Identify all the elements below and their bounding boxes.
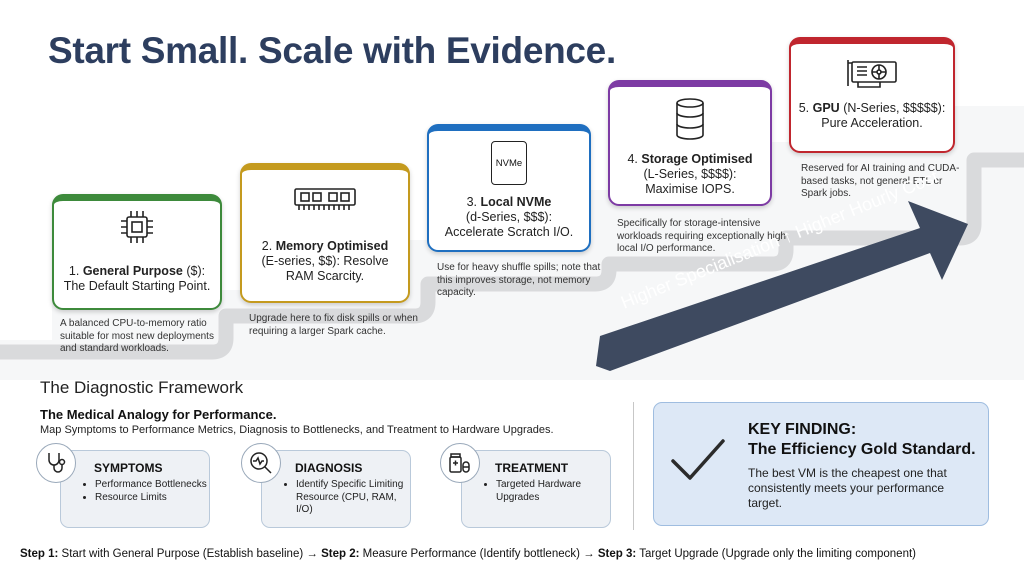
step-text: Target Upgrade (Upgrade only the limitin… [639,548,916,560]
memory-module-icon [292,184,358,219]
tier-spec: (E-series, $$): Resolve [261,254,389,268]
tier-number: 1. [68,264,80,278]
tier-card-memory-optimised: 2. Memory Optimised (E-series, $$): Reso… [240,163,410,303]
diagnosis-list: Identify Specific Limiting Resource (CPU… [282,479,411,517]
symptoms-list: Performance Bottlenecks Resource Limits [81,479,207,504]
step-arrow: → [583,548,595,560]
stair-path [0,152,1024,360]
treatment-box: TREATMENT Targeted Hardware Upgrades [461,450,611,528]
tier-description: Specifically for storage-intensive workl… [617,218,786,254]
symptoms-title: SYMPTOMS [94,461,163,475]
page-title: Start Small. Scale with Evidence. [48,30,616,71]
treatment-title: TREATMENT [495,461,569,475]
step-text: Measure Performance (Identify bottleneck… [362,548,580,560]
diagnosis-box: DIAGNOSIS Identify Specific Limiting Res… [261,450,411,528]
tier-number: 5. [798,101,810,115]
tier-spec: ($): [186,264,206,278]
tier-name: Storage Optimised [641,152,753,166]
tier-description: Upgrade here to fix disk spills or when … [249,313,418,337]
tier-tagline: RAM Scarcity. [285,269,365,283]
list-item: Performance Bottlenecks [95,479,207,492]
list-item: Targeted Hardware Upgrades [496,479,610,504]
diagnostic-subtitle: The Medical Analogy for Performance. [40,407,277,422]
step-label: Step 2: [321,548,360,560]
gpu-card-icon [845,58,899,95]
list-item: Resource Limits [95,492,207,505]
tier-description: Use for heavy shuffle spills; note that … [437,262,601,298]
tier-tagline: Maximise IOPS. [645,182,735,196]
treatment-list: Targeted Hardware Upgrades [482,479,610,504]
database-icon [674,97,706,146]
tier-name: General Purpose [82,264,183,278]
diagnostic-description: Map Symptoms to Performance Metrics, Dia… [40,424,554,436]
tier-number: 2. [261,239,273,253]
tier-card-storage-optimised: 4. Storage Optimised (L-Series, $$$$): M… [608,80,772,206]
tier-spec: (N-Series, $$$$$): [843,101,946,115]
key-finding-box: KEY FINDING: The Efficiency Gold Standar… [653,402,989,526]
tier-name: Memory Optimised [275,239,389,253]
tier-tagline: The Default Starting Point. [63,279,211,293]
step-text: Start with General Purpose (Establish ba… [61,548,304,560]
section-divider [633,402,634,530]
key-finding-heading: KEY FINDING: [748,421,857,438]
tier-spec: (L-Series, $$$$): [643,167,737,181]
tier-card-local-nvme: NVMe 3. Local NVMe (d-Series, $$$): Acce… [427,124,591,252]
cpu-chip-icon [117,207,157,252]
tier-number: 3. [466,195,478,209]
step-label: Step 1: [20,548,59,560]
diagnostic-title: The Diagnostic Framework [40,378,244,397]
tier-name: Local NVMe [480,195,552,209]
symptoms-box: SYMPTOMS Performance Bottlenecks Resourc… [60,450,210,528]
tier-tagline: Accelerate Scratch I/O. [444,225,574,239]
tier-description: A balanced CPU-to-memory ratio suitable … [60,318,214,354]
step-label: Step 3: [597,548,637,560]
stethoscope-icon [36,443,76,483]
medicine-bottle-icon [440,443,480,483]
tier-number: 4. [627,152,638,166]
key-finding-subheading: The Efficiency Gold Standard. [748,441,976,458]
list-item: Identify Specific Limiting Resource (CPU… [296,479,411,517]
nvme-icon-label: NVMe [495,157,523,169]
magnifier-heartbeat-icon [241,443,281,483]
tier-name: GPU [812,101,840,115]
step-arrow: → [306,548,318,560]
nvme-drive-icon: NVMe [491,141,527,185]
tier-spec: (d-Series, $$$): [465,210,553,224]
checkmark-icon [668,435,728,490]
steps-bar: Step 1: Start with General Purpose (Esta… [20,548,1004,560]
tier-description: Reserved for AI training and CUDA-based … [801,163,960,199]
tier-card-gpu: 5. GPU (N-Series, $$$$$): Pure Accelerat… [789,37,955,153]
tier-card-general-purpose: 1. General Purpose ($): The Default Star… [52,194,222,310]
key-finding-text: The best VM is the cheapest one that con… [748,466,947,510]
diagnosis-title: DIAGNOSIS [295,461,363,475]
tier-tagline: Pure Acceleration. [821,116,923,130]
cost-arrow [596,201,968,371]
